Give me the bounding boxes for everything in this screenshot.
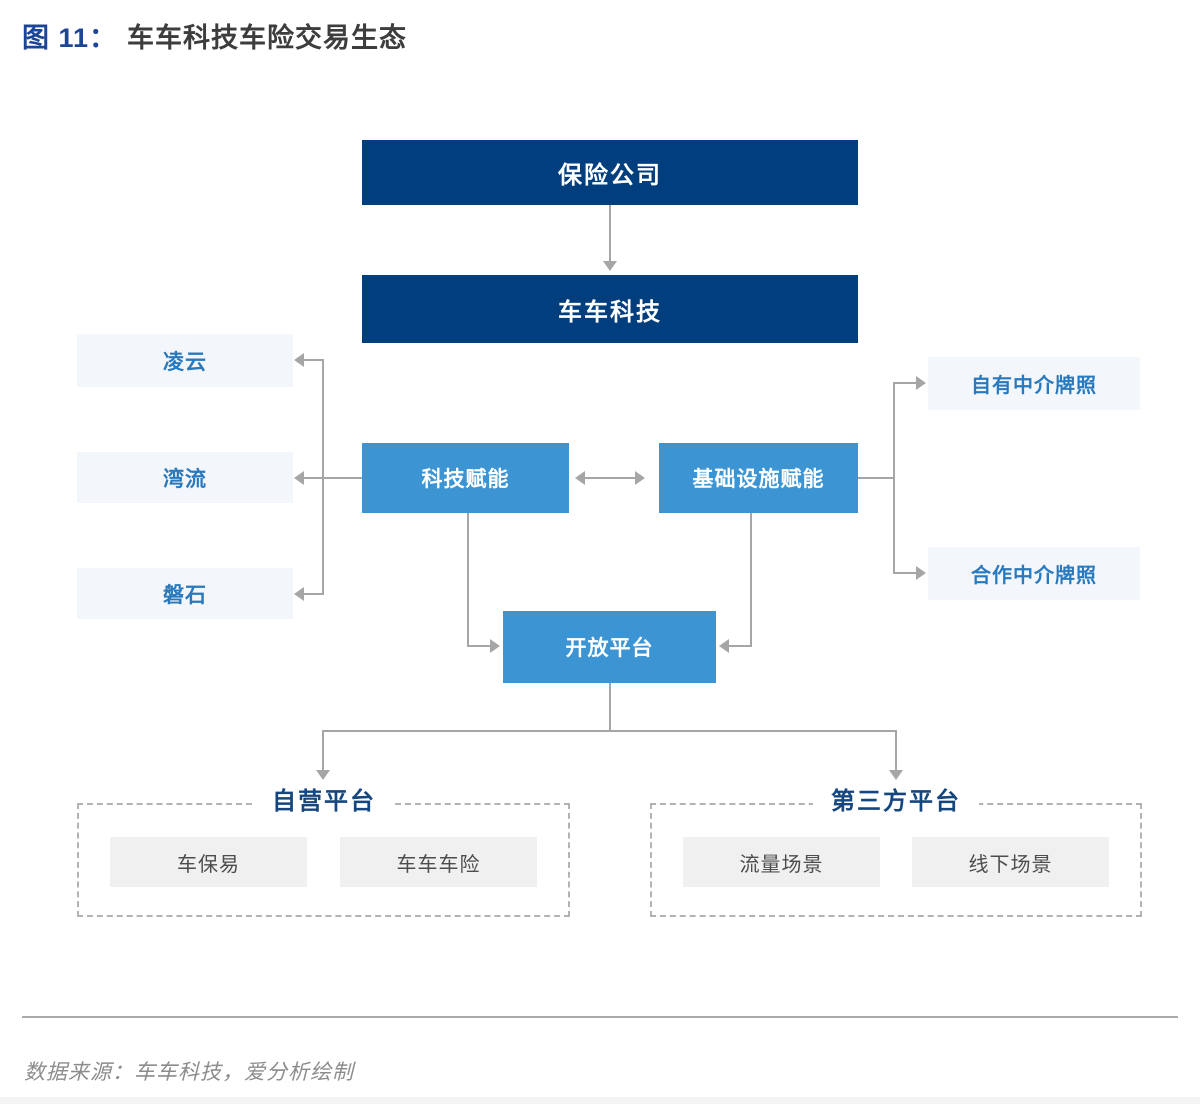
figure-label: 图 11： [22, 23, 118, 53]
connector-line [858, 477, 895, 479]
license-box-own: 自有中介牌照 [928, 357, 1140, 410]
self-platform-title: 自营平台 [254, 787, 394, 817]
connector-line [609, 683, 611, 731]
arrowhead-down-icon [316, 770, 330, 780]
connector-line [729, 645, 752, 647]
infra-enable-box: 基础设施赋能 [659, 443, 858, 513]
connector-line [304, 593, 324, 595]
platform-item-chebaoyi: 车保易 [110, 837, 307, 887]
data-source-note: 数据来源：车车科技，爱分析绘制 [24, 1061, 354, 1084]
connector-line [893, 383, 895, 573]
arrowhead-left-icon [719, 639, 729, 653]
insurance-company-box: 保险公司 [362, 140, 858, 205]
arrowhead-left-icon [575, 471, 585, 485]
open-platform-box: 开放平台 [503, 611, 716, 683]
connector-line [583, 477, 637, 479]
connector-line [322, 730, 897, 732]
license-box-partner: 合作中介牌照 [928, 547, 1140, 600]
platform-item-offline-scene: 线下场景 [912, 837, 1109, 887]
connector-line [895, 730, 897, 772]
page-title: 图 11： 车车科技车险交易生态 [22, 16, 407, 55]
arrowhead-right-icon [916, 376, 926, 390]
connector-line [893, 382, 917, 384]
arrowhead-down-icon [603, 261, 617, 271]
cheche-tech-box: 车车科技 [362, 275, 858, 343]
arrowhead-left-icon [294, 587, 304, 601]
product-box-panshi: 磐石 [77, 568, 293, 619]
connector-line [304, 477, 362, 479]
connector-line [304, 359, 324, 361]
connector-line [467, 645, 491, 647]
arrowhead-left-icon [294, 353, 304, 367]
arrowhead-right-icon [916, 566, 926, 580]
product-box-lingyun: 凌云 [77, 334, 293, 387]
arrowhead-left-icon [294, 471, 304, 485]
connector-line [893, 572, 917, 574]
connector-line [322, 730, 324, 772]
connector-line [467, 513, 469, 647]
arrowhead-down-icon [889, 770, 903, 780]
footer-divider [22, 1016, 1178, 1018]
arrowhead-right-icon [490, 639, 500, 653]
third-party-platform-title: 第三方平台 [813, 787, 979, 817]
platform-item-traffic-scene: 流量场景 [683, 837, 880, 887]
arrowhead-right-icon [635, 471, 645, 485]
tech-enable-box: 科技赋能 [362, 443, 569, 513]
platform-item-chechechexian: 车车车险 [340, 837, 537, 887]
connector-line [609, 205, 611, 263]
connector-line [750, 513, 752, 647]
bottom-edge-strip [0, 1097, 1200, 1104]
product-box-wanliu: 湾流 [77, 452, 293, 503]
figure-title: 车车科技车险交易生态 [127, 23, 408, 53]
